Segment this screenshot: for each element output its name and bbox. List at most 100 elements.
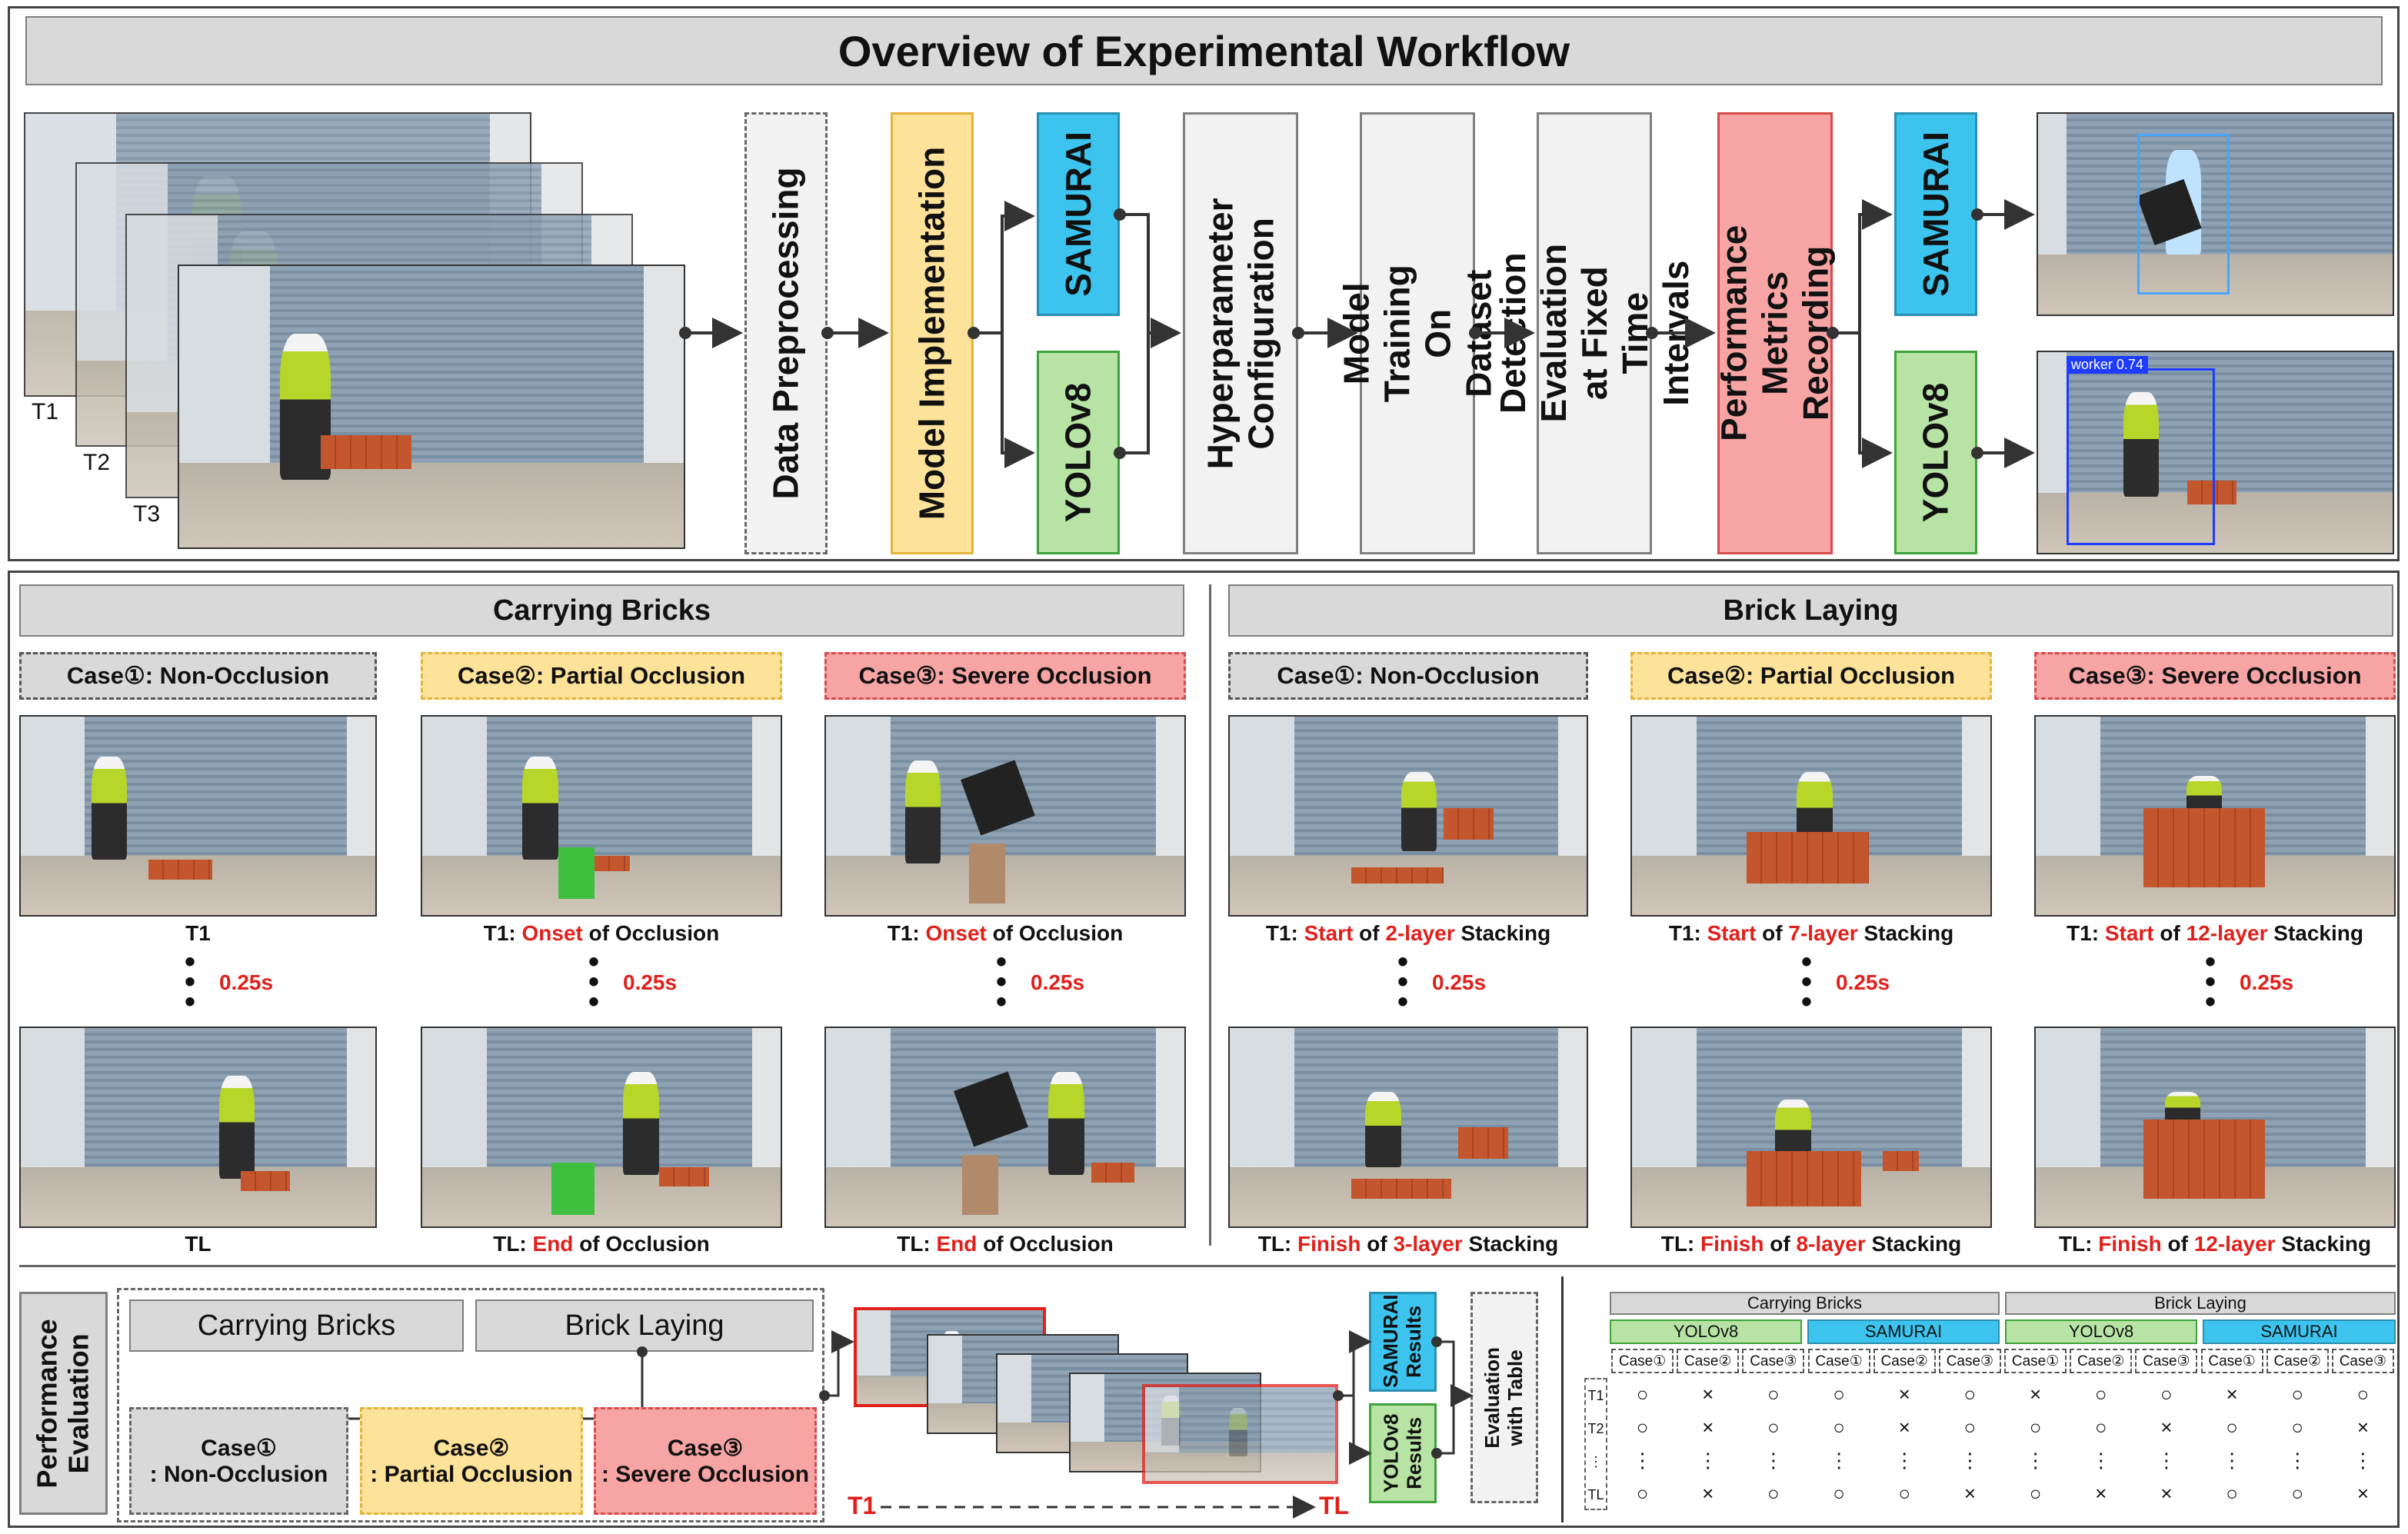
step-performance-metrics: Performance Metrics Recording <box>1714 112 1835 554</box>
workflow-title: Overview of Experimental Workflow <box>25 16 2383 85</box>
eval-table-box: Evaluation with Table <box>1470 1292 1538 1503</box>
table-cell: × <box>2160 1482 2173 1505</box>
table-cell: ○ <box>2291 1482 2304 1505</box>
table-cell: ⋮ <box>1960 1449 1980 1472</box>
table-cell: ○ <box>1636 1482 1649 1505</box>
carry-case3-tl-caption: TL: End of Occlusion <box>897 1232 1114 1256</box>
table-cell: ○ <box>2226 1482 2238 1505</box>
table-cell: ⋮ <box>1894 1449 1915 1472</box>
carry-case2-t1 <box>421 715 782 917</box>
interval-5: 0.25s <box>1836 970 1890 994</box>
step-model-implementation: Model Implementation <box>891 112 974 554</box>
tree-case3: Case③ : Severe Occlusion <box>594 1407 817 1515</box>
frame-tl <box>178 265 685 549</box>
result-samurai: SAMURAI <box>1894 112 1977 316</box>
case2-carrying-label: Case②: Partial Occlusion <box>421 652 782 700</box>
lay-case3-tl-caption: TL: Finish of 12-layer Stacking <box>2058 1232 2372 1256</box>
lay-case2-t1 <box>1630 715 1992 917</box>
dots-3: ••• <box>996 945 1007 1019</box>
table-cell: ○ <box>2094 1383 2107 1406</box>
case2-laying-label: Case②: Partial Occlusion <box>1630 652 1992 700</box>
tree-case2: Case② : Partial Occlusion <box>360 1407 583 1515</box>
table-cell: × <box>1898 1383 1910 1406</box>
yolo-result-image: worker 0.74 <box>2037 351 2394 554</box>
case3-laying-label: Case③: Severe Occlusion <box>2034 652 2396 700</box>
table-case-header: Case② <box>2070 1349 2133 1373</box>
table-row-label: TL <box>1587 1487 1604 1502</box>
table-cell: × <box>2356 1482 2369 1505</box>
timeline-arrow <box>881 1496 1316 1519</box>
section-divider <box>1209 584 1211 1246</box>
table-cell: ⋮ <box>2156 1449 2177 1472</box>
table-cell: ⋮ <box>2222 1449 2243 1472</box>
timeline-tl: TL <box>1319 1492 1350 1519</box>
carry-case3-tl <box>824 1027 1186 1228</box>
lay-case2-t1-caption: T1: Start of 7-layer Stacking <box>1668 921 1954 945</box>
table-cell: ○ <box>2094 1416 2107 1439</box>
table-cell: ⋮ <box>2090 1449 2111 1472</box>
tree-case1: Case① : Non-Occlusion <box>129 1407 348 1515</box>
tree-carrying: Carrying Bricks <box>129 1299 464 1352</box>
lay-case1-tl-caption: TL: Finish of 3-layer Stacking <box>1257 1232 1559 1256</box>
table-case-header: Case① <box>2200 1349 2263 1373</box>
table-model-samurai-2: SAMURAI <box>2203 1319 2396 1344</box>
table-cell: ⋮ <box>1829 1449 1850 1472</box>
interval-6: 0.25s <box>2240 970 2294 994</box>
lay-case3-tl <box>2034 1027 2396 1228</box>
carry-case2-t1-caption: T1: Onset of Occlusion <box>483 921 720 945</box>
carry-case1-t1-caption: T1 <box>185 921 211 945</box>
table-cell: × <box>1702 1482 1714 1505</box>
table-cell: ○ <box>2291 1416 2304 1439</box>
step-samurai: SAMURAI <box>1037 112 1120 316</box>
table-cell: ○ <box>1963 1416 1977 1439</box>
detection-label: worker 0.74 <box>2066 356 2148 374</box>
table-case-header: Case③ <box>2135 1349 2198 1373</box>
lay-case1-t1-caption: T1: Start of 2-layer Stacking <box>1265 921 1551 945</box>
table-case-header: Case① <box>1611 1349 1674 1373</box>
table-separator <box>1561 1276 1564 1522</box>
table-cell: ○ <box>1833 1482 1845 1505</box>
table-body: ○×○○×○×○○×○○○×○○×○○○×○○×⋮⋮⋮⋮⋮⋮⋮⋮⋮⋮⋮⋮○×○○… <box>1610 1378 2396 1510</box>
dots-6: ••• <box>2205 945 2216 1019</box>
step-data-preprocessing: Data Preprocessing <box>744 112 828 554</box>
table-cell: ⋮ <box>1697 1449 1718 1472</box>
case3-carrying-label: Case③: Severe Occlusion <box>824 652 1186 700</box>
carry-case1-tl <box>19 1027 377 1228</box>
interval-3: 0.25s <box>1031 970 1085 994</box>
carry-case3-t1 <box>824 715 1186 917</box>
lay-case2-tl <box>1630 1027 1992 1228</box>
case1-laying-label: Case①: Non-Occlusion <box>1228 652 1588 700</box>
table-cell: ○ <box>1833 1416 1845 1439</box>
table-cell: ○ <box>1767 1416 1780 1439</box>
section-title-carrying: Carrying Bricks <box>19 584 1184 637</box>
case-tree-container <box>117 1288 824 1522</box>
table-cell: × <box>2029 1383 2042 1406</box>
table-cell: ○ <box>1636 1416 1649 1439</box>
table-cell: × <box>2095 1482 2107 1505</box>
table-cell: ○ <box>1767 1383 1780 1406</box>
table-cell: ○ <box>1898 1482 1911 1505</box>
table-cell: × <box>1963 1482 1976 1505</box>
table-case-header: Case② <box>1677 1349 1740 1373</box>
tree-laying: Brick Laying <box>475 1299 814 1352</box>
case1-carrying-label: Case①: Non-Occlusion <box>19 652 377 700</box>
carry-case2-tl-caption: TL: End of Occlusion <box>493 1232 710 1256</box>
dots-5: ••• <box>1801 945 1813 1019</box>
table-cell: ⋮ <box>1632 1449 1653 1472</box>
table-cell: × <box>2160 1416 2173 1439</box>
table-row-label: T1 <box>1587 1388 1604 1403</box>
table-cell: ○ <box>2029 1482 2042 1505</box>
table-cell: ⋮ <box>2353 1449 2373 1472</box>
workflow-title-text: Overview of Experimental Workflow <box>838 26 1570 75</box>
table-case-header: Case① <box>2004 1349 2067 1373</box>
table-group-laying: Brick Laying <box>2005 1292 2396 1315</box>
table-cell: ⋮ <box>2287 1449 2308 1472</box>
lay-case2-tl-caption: TL: Finish of 8-layer Stacking <box>1660 1232 1962 1256</box>
lay-case1-tl <box>1228 1027 1588 1228</box>
carry-case1-t1 <box>19 715 377 917</box>
table-case-header: Case① <box>1807 1349 1870 1373</box>
bottom-separator <box>19 1265 2396 1267</box>
table-cell: ○ <box>1833 1383 1845 1406</box>
